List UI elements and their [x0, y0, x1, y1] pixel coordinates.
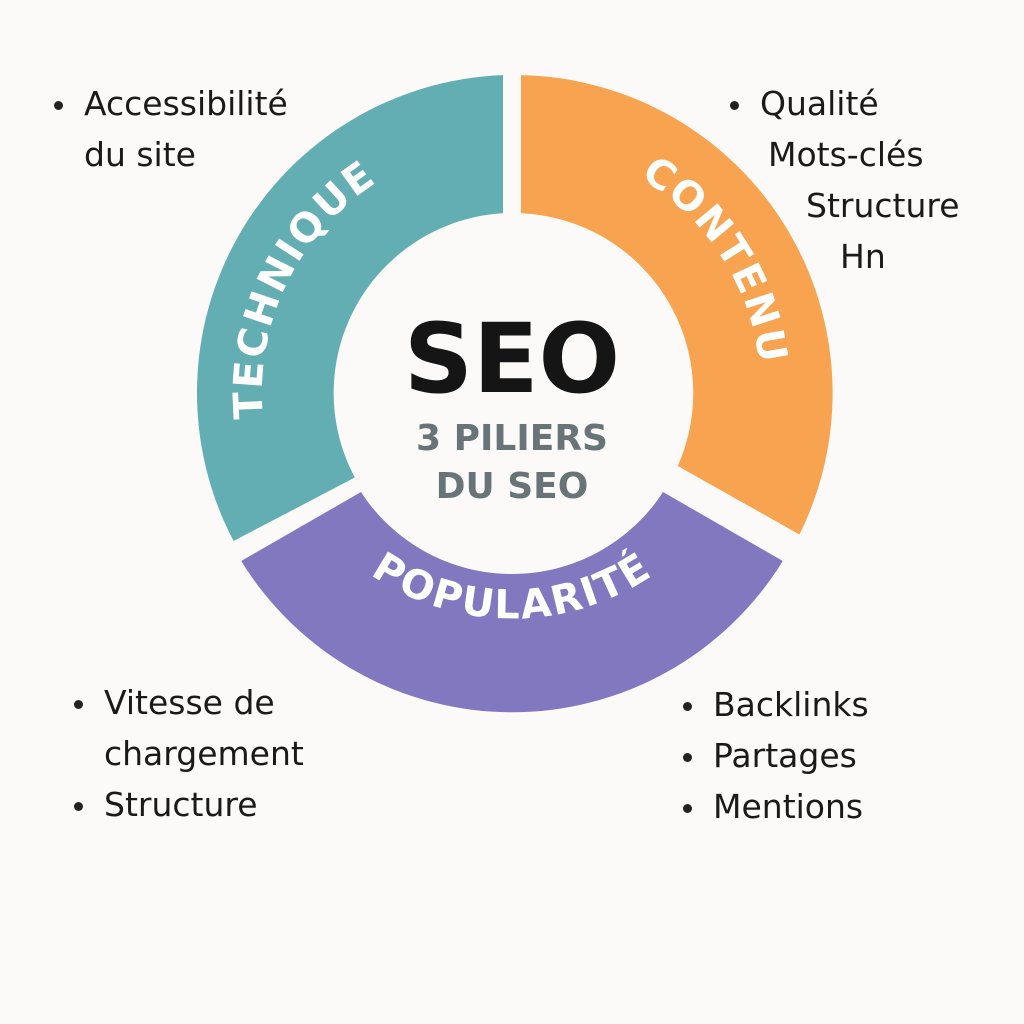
segment-technique: [196, 75, 503, 541]
list-item: Accessibilité: [54, 78, 288, 129]
list-technique-bottom: Vitesse de chargement Structure: [74, 677, 304, 830]
list-item: Partages: [683, 730, 869, 781]
list-item: chargement: [104, 734, 304, 773]
list-technique-top: Accessibilité du site: [54, 78, 288, 180]
list-item: Backlinks: [683, 679, 869, 730]
list-item: Mots-clés: [768, 135, 924, 174]
list-item: Structure: [806, 186, 960, 225]
list-item: du site: [84, 135, 196, 174]
list-contenu: Qualité Mots-clés Structure Hn: [730, 78, 960, 282]
center-subtitle-line1: 3 PILIERS: [416, 418, 608, 459]
list-item: Structure: [74, 779, 304, 830]
segment-contenu: [521, 75, 833, 535]
center-title: SEO: [404, 303, 620, 415]
list-item: Hn: [840, 237, 886, 276]
list-item: Vitesse de: [74, 677, 304, 728]
list-popularite: Backlinks Partages Mentions: [683, 679, 869, 832]
list-item: Qualité: [730, 78, 960, 129]
segment-popularite: [241, 492, 783, 713]
list-item: Mentions: [683, 781, 869, 832]
center-subtitle-line2: DU SEO: [436, 466, 589, 507]
